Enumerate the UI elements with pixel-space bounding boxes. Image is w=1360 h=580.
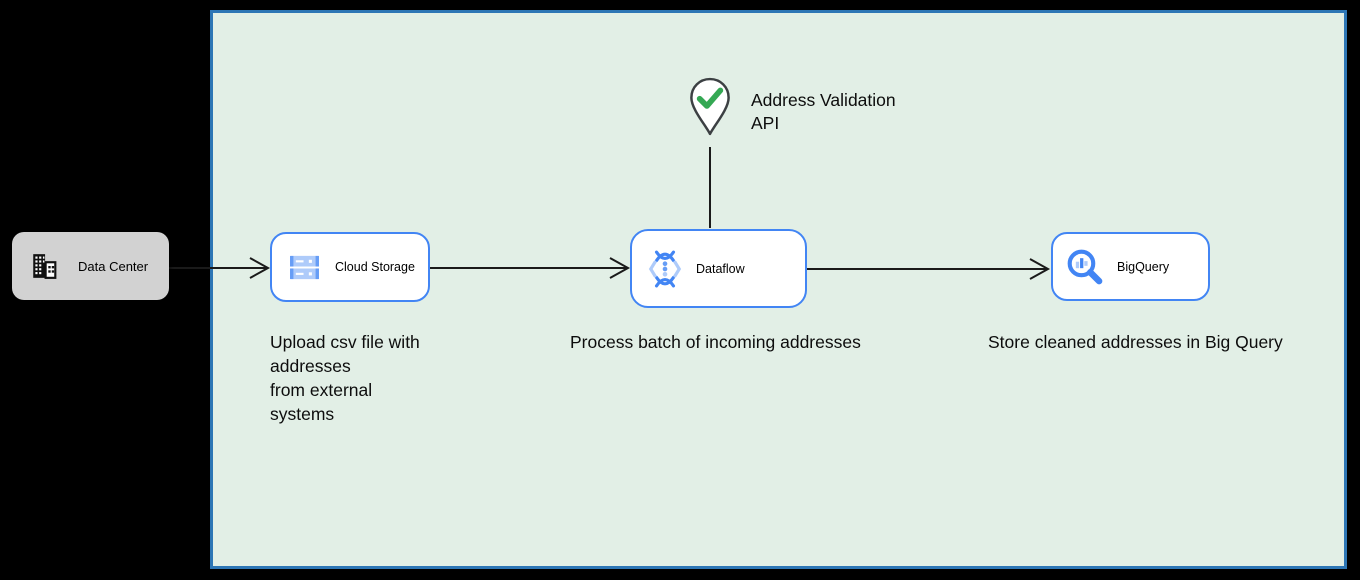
bigquery-icon <box>1067 249 1103 284</box>
location-pin-check-icon <box>690 77 730 136</box>
node-cloud-storage[interactable]: Cloud Storage <box>270 232 430 302</box>
annotation-upload: Upload csv file with addresses from exte… <box>270 332 420 424</box>
node-label-bigquery: BigQuery <box>1117 259 1170 274</box>
cloud-storage-icon <box>290 255 319 279</box>
annotation-process: Process batch of incoming addresses <box>570 332 861 352</box>
office-building-icon <box>33 254 57 279</box>
address-validation-label: Address Validation API <box>751 90 896 133</box>
node-bigquery[interactable]: BigQuery <box>1051 232 1210 301</box>
dataflow-icon <box>648 250 682 287</box>
node-label-data-center: Data Center <box>78 258 149 274</box>
address-validation-pin[interactable] <box>686 77 734 137</box>
node-label-dataflow: Dataflow <box>696 261 745 276</box>
annotation-store: Store cleaned addresses in Big Query <box>988 332 1283 352</box>
node-data-center[interactable]: Data Center <box>12 232 169 300</box>
node-dataflow[interactable]: Dataflow <box>630 229 807 308</box>
node-label-cloud-storage: Cloud Storage <box>335 260 415 274</box>
